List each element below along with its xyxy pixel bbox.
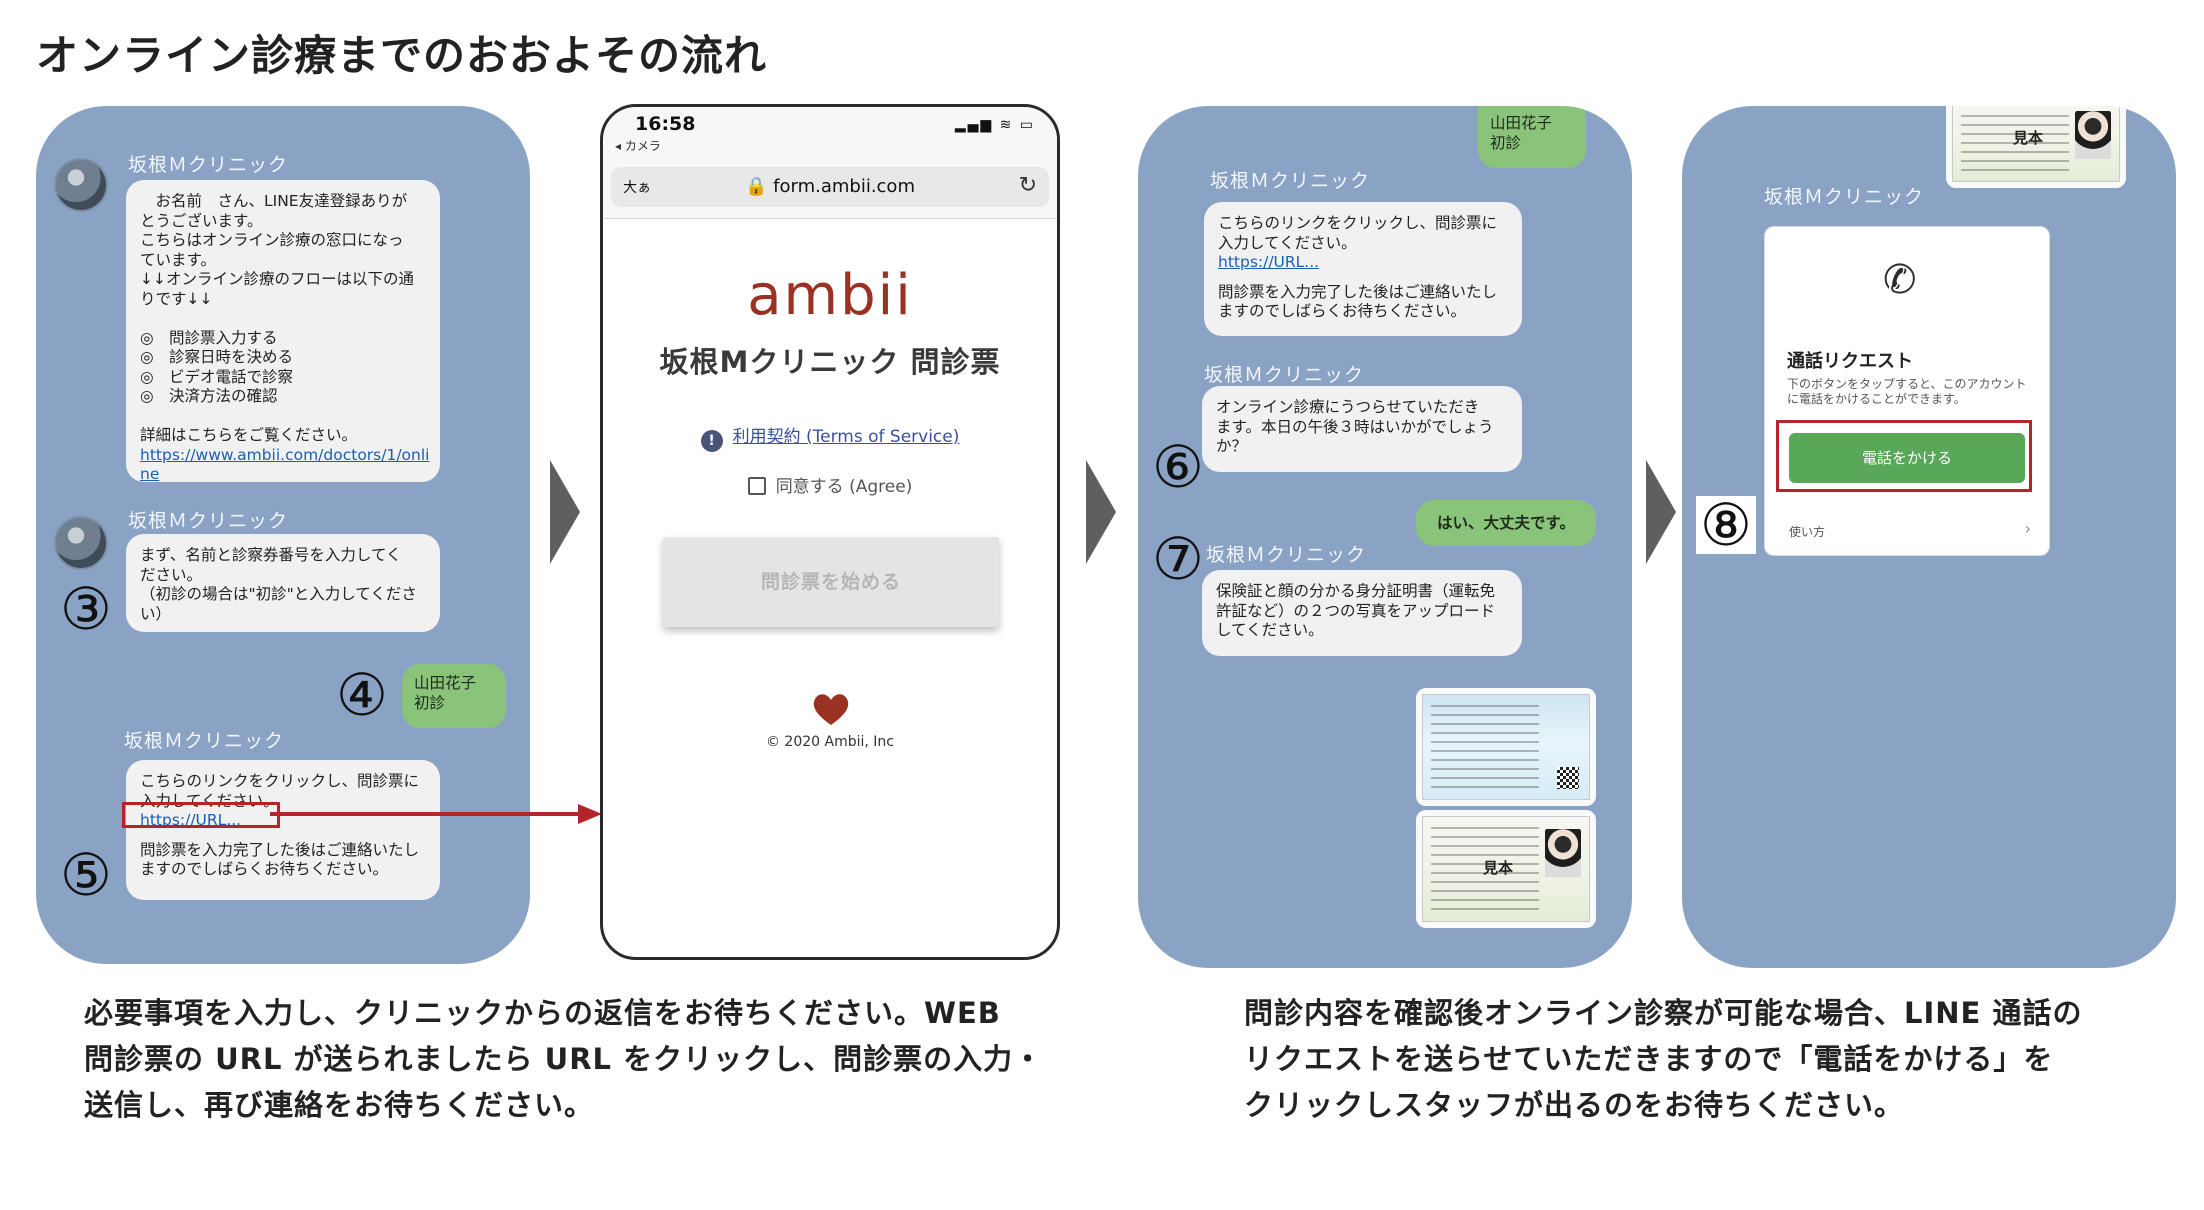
form-url-link[interactable]: https://URL... [1218,253,1320,271]
clock: 16:58 [635,113,696,135]
user-reply-bubble: 山田花子 初診 [402,664,506,728]
user-reply-bubble: 山田花子 初診 [1478,106,1586,168]
line-chat-panel-3: 山田花子 初診 坂根Ｍクリニック こちらのリンクをクリックし、問診票に 入力して… [1138,106,1632,968]
clinic-avatar [54,158,108,212]
line-chat-panel-1: 坂根Ｍクリニック お名前 さん、LINE友達登録ありが とうございます。 こちら… [36,106,530,964]
info-icon: ! [700,430,723,452]
chevron-right-icon: › [2024,519,2031,538]
connector-arrow-head [578,804,602,824]
address-bar: 大ぁ 🔒 form.ambii.com ↻ [603,159,1057,219]
message-bubble-schedule: オンライン診療にうつらせていただき ます。本日の午後３時はいかがでしょう か？ [1202,386,1522,472]
signal-wifi-battery-icon: ▂▄▆ ≋ ▭ [954,117,1035,133]
flow-arrow-icon [1086,460,1116,564]
back-to-camera[interactable]: ◂ カメラ [615,139,661,153]
doctor-page-link[interactable]: https://www.ambii.com/doctors/1/onli [140,445,430,464]
link-highlight [122,802,280,828]
sender-name: 坂根Ｍクリニック [1764,186,1925,208]
call-button-highlight [1776,420,2032,492]
terms-row: ! 利用契約 (Terms of Service) [603,422,1057,452]
call-request-description: 下のボタンをタップすると、このアカウントに電話をかけることができます。 [1787,377,2027,406]
message-bubble-ask-name: まず、名前と診察券番号を入力してく ださい。 （初診の場合は"初診"と入力してく… [126,534,440,632]
heart-icon [813,694,849,725]
sender-name: 坂根Ｍクリニック [1206,544,1367,566]
line-chat-panel-4: 見本 坂根Ｍクリニック ✆ 通話リクエスト 下のボタンをタップすると、このアカウ… [1682,106,2176,968]
message-bubble-intro: お名前 さん、LINE友達登録ありが とうございます。 こちらはオンライン診療の… [126,180,440,483]
step-6: ⑥ [1152,433,1204,501]
doctor-page-link-cont[interactable]: ne [140,465,160,483]
url-host: 🔒 form.ambii.com [745,176,915,197]
call-request-title: 通話リクエスト [1787,351,1913,372]
step-4: ④ [336,661,388,729]
step-3: ③ [60,575,112,643]
form-url-link[interactable]: https://URL... [140,811,242,829]
drivers-license-image[interactable]: 見本 [1416,810,1596,928]
flow-arrow-icon [550,460,580,564]
url-field[interactable]: 大ぁ 🔒 form.ambii.com ↻ [611,167,1049,207]
agree-label: 同意する (Agree) [775,477,913,497]
message-bubble-upload-request: 保険証と顔の分かる身分証明書（運転免 許証など）の２つの写真をアップロード して… [1202,570,1522,656]
how-to-use-link[interactable]: 使い方 [1789,525,1826,539]
agree-checkbox[interactable] [747,477,766,495]
caption-left: 必要事項を入力し、クリニックからの返信をお待ちください。WEB 問診票の URL… [84,996,1044,1122]
sender-name: 坂根Ｍクリニック [128,510,289,532]
sender-name: 坂根Ｍクリニック [1204,364,1365,386]
call-request-card: ✆ 通話リクエスト 下のボタンをタップすると、このアカウントに電話をかけることが… [1764,226,2050,556]
sender-name: 坂根Ｍクリニック [1210,170,1371,192]
phone-browser-frame: 16:58 ◂ カメラ ▂▄▆ ≋ ▭ 大ぁ 🔒 form.ambii.com … [600,104,1060,960]
flow-arrow-icon [1646,460,1676,564]
clinic-avatar [54,516,108,570]
text-size-button[interactable]: 大ぁ [623,180,651,196]
sender-name: 坂根Ｍクリニック [124,730,285,752]
start-form-button[interactable]: 問診票を始める [663,537,999,627]
form-heading: 坂根Mクリニック 問診票 [659,345,1001,379]
caption-right: 問診内容を確認後オンライン診察が可能な場合、LINE 通話の リクエストを送らせ… [1244,996,2083,1122]
agree-row[interactable]: 同意する (Agree) [603,472,1057,497]
sender-name: 坂根Ｍクリニック [128,154,289,176]
message-bubble-form-link: こちらのリンクをクリックし、問診票に 入力してください。 https://URL… [126,760,440,900]
status-bar: 16:58 ◂ カメラ ▂▄▆ ≋ ▭ [603,107,1057,159]
call-button[interactable]: 電話をかける [1789,433,2025,483]
copyright: © 2020 Ambii, Inc [765,734,894,750]
connector-arrow-line [270,812,582,816]
step-5: ⑤ [60,841,112,909]
user-reply-bubble: はい、大丈夫です。 [1416,500,1596,546]
step-7: ⑦ [1152,525,1204,593]
ambii-logo: ambii [747,263,913,328]
message-bubble-form-link: こちらのリンクをクリックし、問診票に 入力してください。 https://URL… [1204,202,1522,336]
reload-icon[interactable]: ↻ [1018,173,1037,198]
page-title: オンライン診療までのおおよその流れ [36,31,768,80]
phone-icon: ✆ [1883,257,1917,303]
drivers-license-image[interactable]: 見本 [1946,106,2126,188]
insurance-card-image[interactable] [1416,688,1596,806]
terms-link[interactable]: 利用契約 (Terms of Service) [732,427,960,447]
step-8: ⑧ [1696,496,1756,554]
